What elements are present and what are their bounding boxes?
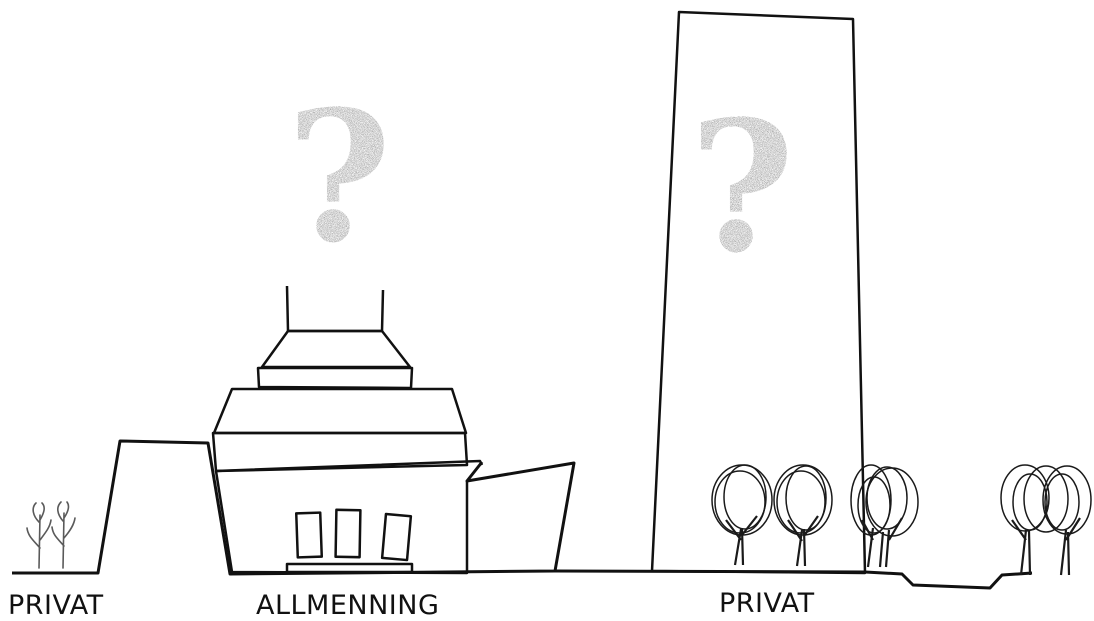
public-building bbox=[211, 285, 484, 575]
label-privat-right: PRIVAT bbox=[719, 588, 815, 619]
tree bbox=[1000, 464, 1092, 576]
shrubs-left bbox=[26, 501, 76, 569]
tree bbox=[711, 464, 773, 566]
label-allmenning: ALLMENNING bbox=[256, 590, 440, 621]
tree-row bbox=[711, 464, 1092, 576]
label-privat-left: PRIVAT bbox=[8, 590, 104, 621]
tree bbox=[773, 464, 833, 567]
question-mark-icon: ? bbox=[286, 72, 391, 283]
private-tower bbox=[650, 10, 867, 575]
question-mark-icon: ? bbox=[689, 82, 794, 293]
tree bbox=[850, 464, 919, 568]
